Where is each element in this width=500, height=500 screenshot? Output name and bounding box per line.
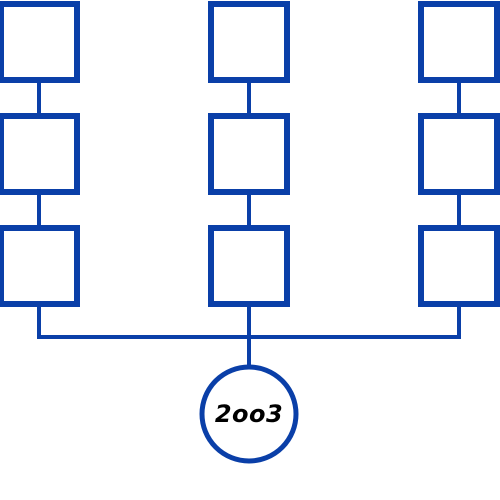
connector-lines [37,80,461,367]
component-box-c3-r2 [418,113,500,195]
component-box-c1-r1 [0,1,80,83]
component-box-c2-r3 [208,225,290,307]
component-box-c1-r2 [0,113,80,195]
component-boxes [0,1,500,307]
component-box-c2-r1 [208,1,290,83]
component-box-c3-r3 [418,225,500,307]
component-box-c3-r1 [418,1,500,83]
voting-node-circle [199,364,299,464]
component-box-c2-r2 [208,113,290,195]
component-box-c1-r3 [0,225,80,307]
